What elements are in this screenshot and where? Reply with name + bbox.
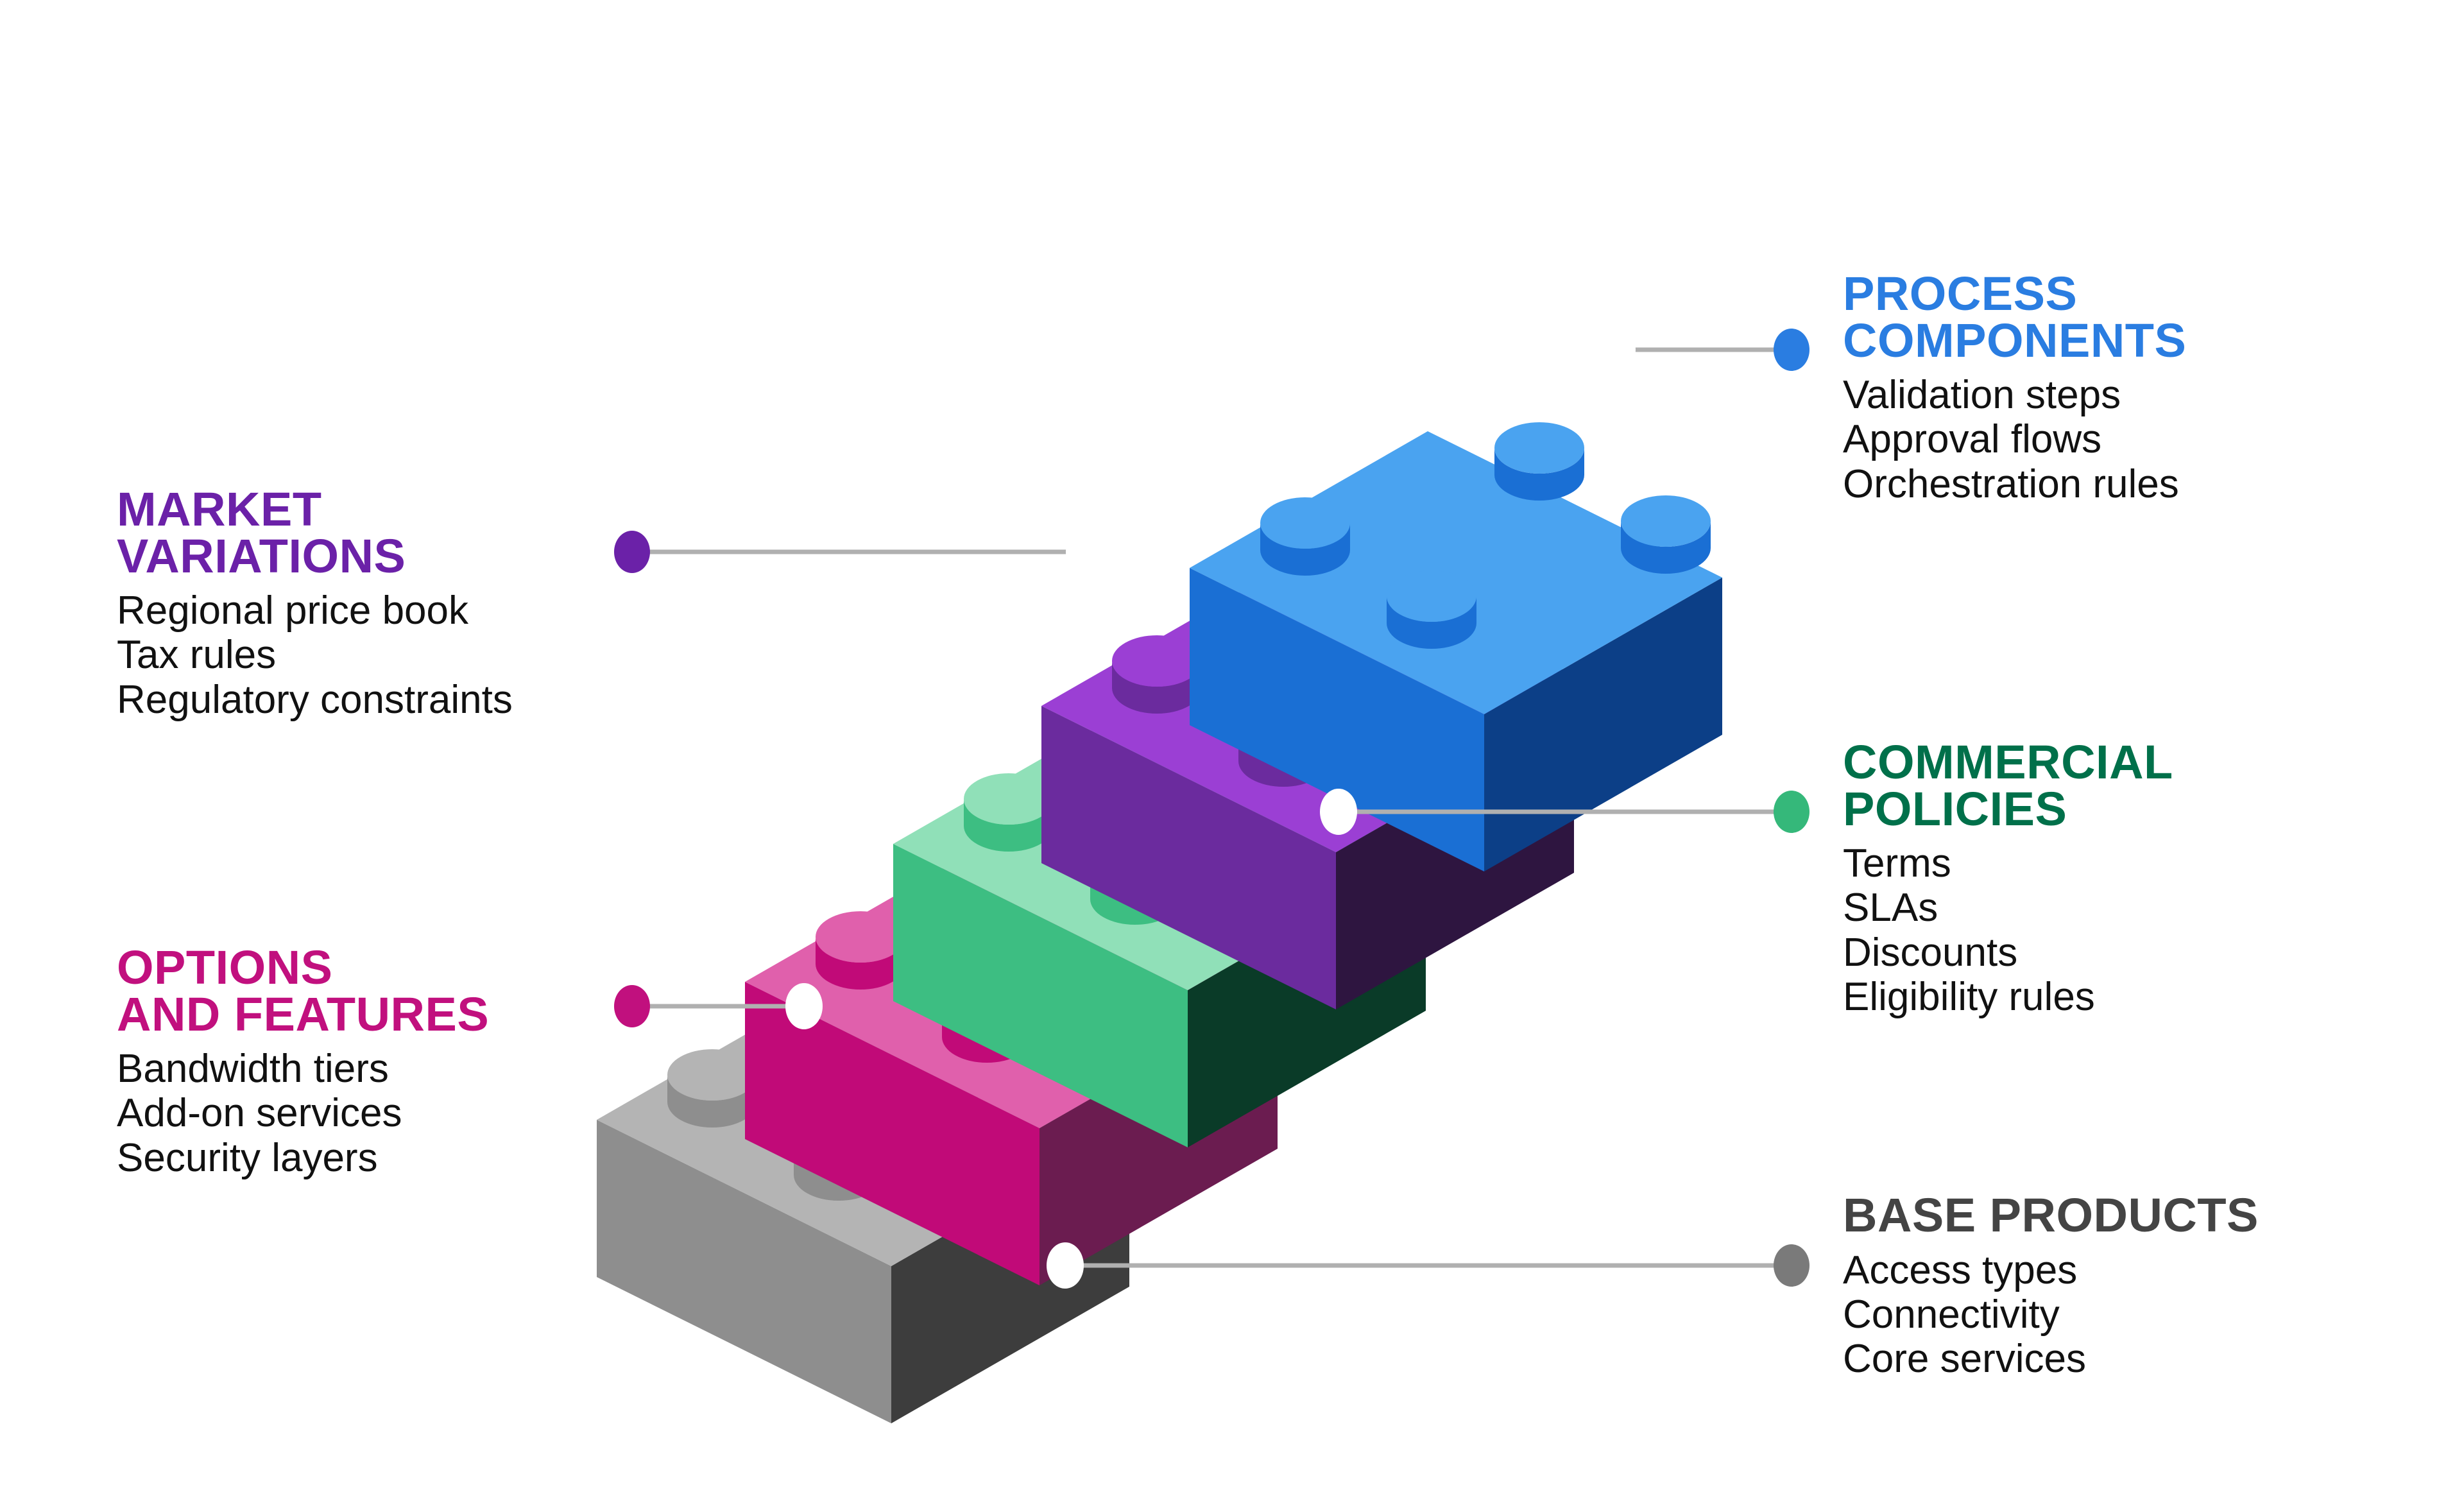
list-item: Discounts: [1843, 930, 2018, 975]
label-items-process-components: Validation steps Approval flows Orchestr…: [1843, 373, 2420, 506]
connector-node-colored: [614, 985, 650, 1027]
brick-process-components[interactable]: [1190, 422, 1722, 871]
label-block-base-products: BASE PRODUCTS Access types Connectivity …: [1843, 1192, 2420, 1382]
connector-node-white: [1320, 789, 1357, 835]
connector-node-colored: [614, 531, 650, 573]
label-block-commercial-policies: COMMERCIAL POLICIES Terms SLAs Discounts…: [1843, 735, 2420, 1020]
connector-commercial-policies: [1320, 789, 1810, 835]
list-item: Eligibility rules: [1843, 975, 2095, 1020]
list-item: Add-on services: [117, 1091, 402, 1136]
connector-node-colored: [1774, 1244, 1810, 1287]
label-items-options-and-features: Bandwidth tiers Add-on services Security…: [117, 1047, 643, 1180]
list-item: Orchestration rules: [1843, 461, 2179, 506]
list-item: Validation steps: [1843, 373, 2121, 418]
label-block-market-variations: MARKET VARIATIONS Regional price book Ta…: [117, 483, 643, 722]
brick-face-right: [1484, 578, 1722, 871]
connector-node-white: [1047, 1242, 1084, 1289]
list-item: Bandwidth tiers: [117, 1047, 389, 1092]
connector-node-colored: [1774, 791, 1810, 833]
list-item: SLAs: [1843, 886, 1938, 930]
brick-face-left: [597, 1120, 891, 1423]
brick-studs: [1260, 422, 1711, 649]
label-items-base-products: Access types Connectivity Core services: [1843, 1248, 2420, 1382]
connector-node-white: [1598, 327, 1636, 373]
connector-node-white: [1066, 529, 1103, 575]
connector-node-white: [785, 983, 823, 1029]
brick-face-left: [1041, 706, 1336, 1009]
connector-process-components: [1598, 327, 1810, 373]
connector-market-variations: [614, 529, 1103, 575]
list-item: Security layers: [117, 1135, 378, 1180]
label-items-market-variations: Regional price book Tax rules Regulatory…: [117, 588, 643, 722]
list-item: Regional price book: [117, 588, 469, 633]
list-item: Terms: [1843, 841, 1951, 886]
list-item: Core services: [1843, 1337, 2086, 1382]
list-item: Access types: [1843, 1248, 2078, 1292]
label-block-options-and-features: OPTIONS AND FEATURES Bandwidth tiers Add…: [117, 941, 643, 1180]
list-item: Tax rules: [117, 633, 277, 678]
brick-face-left: [1190, 568, 1484, 871]
list-item: Approval flows: [1843, 417, 2102, 462]
label-heading-options-and-features: OPTIONS AND FEATURES: [117, 941, 490, 1041]
label-heading-base-products: BASE PRODUCTS: [1843, 1188, 2259, 1242]
label-items-commercial-policies: Terms SLAs Discounts Eligibility rules: [1843, 841, 2420, 1020]
list-item: Connectivity: [1843, 1292, 2060, 1337]
list-item: Regulatory constraints: [117, 677, 513, 722]
label-block-process-components: PROCESS COMPONENTS Validation steps Appr…: [1843, 267, 2420, 506]
connector-options-and-features: [614, 983, 823, 1029]
connector-base-products: [1047, 1242, 1810, 1289]
brick-face-left: [745, 982, 1040, 1285]
label-heading-commercial-policies: COMMERCIAL POLICIES: [1843, 735, 2173, 836]
label-heading-process-components: PROCESS COMPONENTS: [1843, 267, 2187, 367]
label-heading-market-variations: MARKET VARIATIONS: [117, 483, 406, 583]
connector-node-colored: [1774, 329, 1810, 371]
brick-face-left: [893, 844, 1188, 1147]
